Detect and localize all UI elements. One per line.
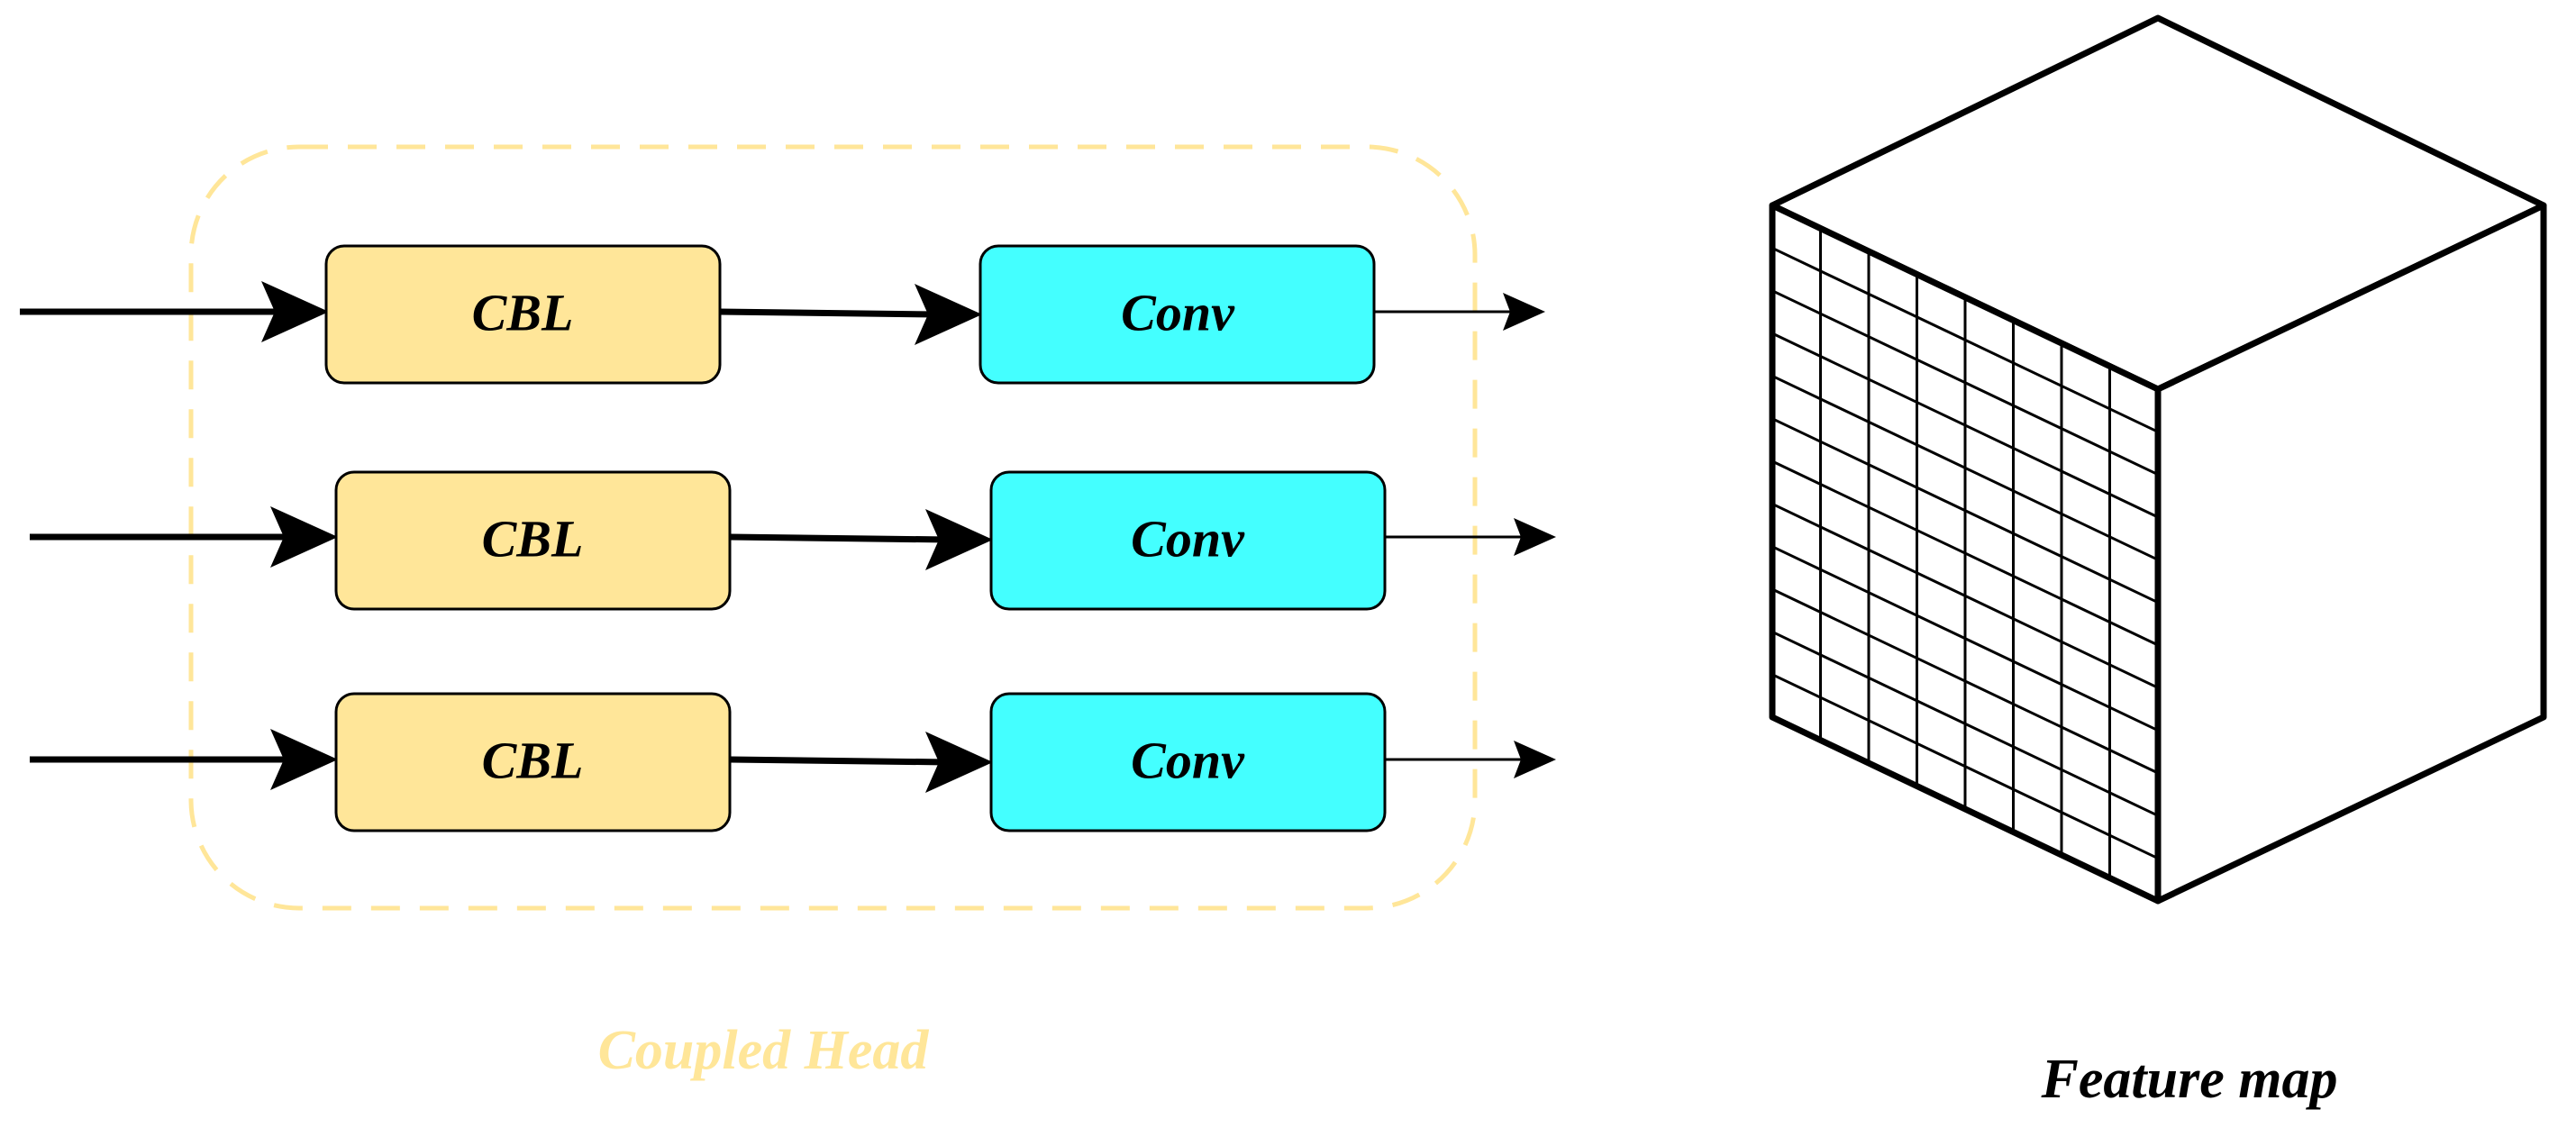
cube-grid-horizontal-line (1771, 289, 2159, 477)
row-1: CBL Conv (20, 244, 1545, 385)
cube-grid-horizontal-line (1771, 332, 2159, 519)
cube-grid-horizontal-line (1771, 417, 2159, 605)
mid-arrow-1 (719, 308, 938, 318)
mid-arrowhead-3 (925, 732, 993, 793)
row-2: CBL Conv (30, 470, 1556, 611)
mid-arrow-3 (729, 756, 949, 766)
cube-grid-horizontal-line (1771, 630, 2159, 817)
input-arrowhead-3 (270, 729, 338, 790)
feature-map-cube (1769, 14, 2547, 905)
mid-arrowhead-1 (915, 284, 982, 345)
row-3: CBL Conv (30, 692, 1556, 832)
input-arrowhead-1 (261, 281, 329, 342)
cbl-label-3: CBL (482, 731, 584, 789)
coupled-head-group-border (188, 144, 1478, 911)
conv-label-2: Conv (1131, 509, 1245, 568)
coupled-head-label: Coupled Head (598, 1020, 930, 1081)
cube-grid-horizontal-line (1771, 587, 2159, 775)
input-arrowhead-2 (270, 506, 338, 568)
conv-label-3: Conv (1131, 731, 1245, 789)
output-arrowhead-1 (1503, 293, 1545, 331)
cube-grid-horizontal-line (1771, 673, 2159, 860)
output-arrowhead-2 (1514, 518, 1556, 556)
cbl-label-1: CBL (472, 283, 574, 341)
cbl-block-2 (334, 470, 732, 611)
conv-block-3 (989, 692, 1387, 832)
feature-map-label: Feature map (2041, 1049, 2338, 1110)
cube-grid-horizontal-line (1771, 374, 2159, 561)
cube-grid-horizontal-line (1771, 246, 2159, 433)
mid-arrowhead-2 (925, 509, 993, 570)
output-arrowhead-3 (1514, 741, 1556, 778)
cube-grid-horizontal-line (1771, 545, 2159, 732)
cbl-label-2: CBL (482, 509, 584, 568)
cube-grid-horizontal-line (1771, 502, 2159, 689)
cube-front-grid (1771, 228, 2159, 878)
conv-block-2 (989, 470, 1387, 611)
mid-arrow-2 (729, 533, 949, 543)
cube-grid-horizontal-line (1771, 459, 2159, 647)
conv-label-1: Conv (1121, 283, 1235, 341)
conv-block-1 (979, 244, 1376, 385)
